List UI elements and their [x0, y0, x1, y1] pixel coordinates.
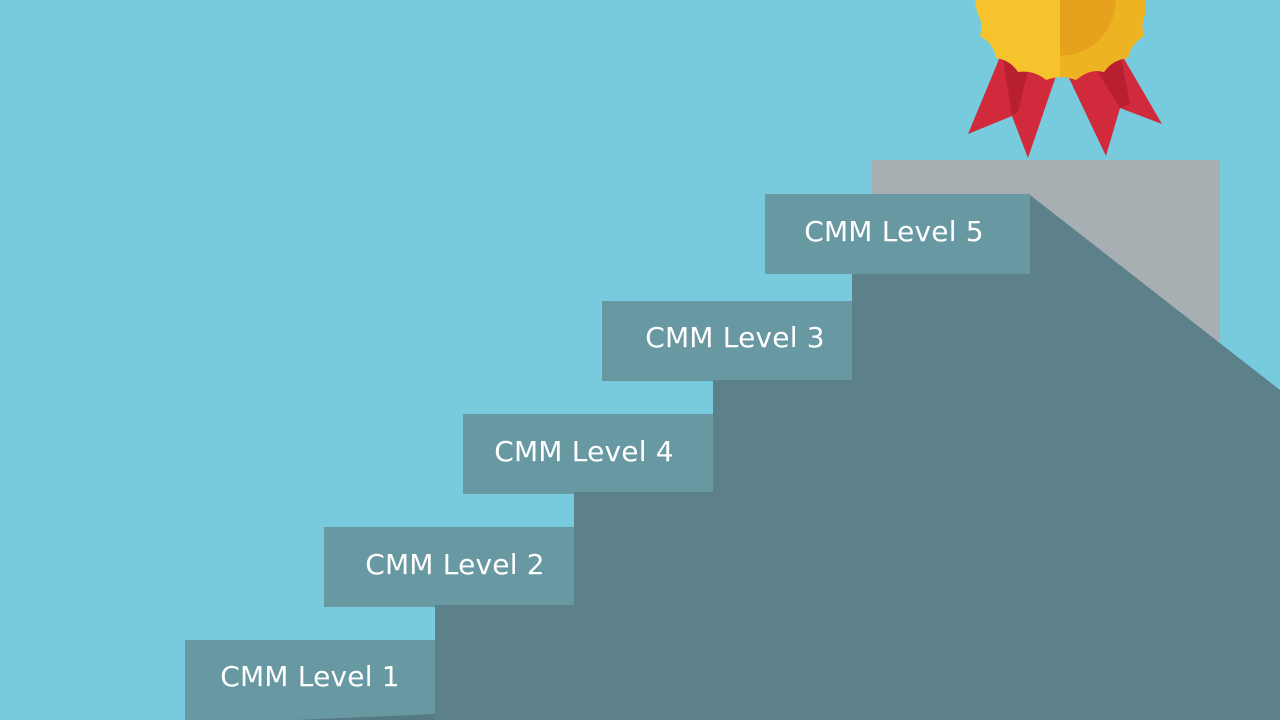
medal-face-left [1004, 0, 1060, 56]
step-label-4: CMM Level 3 [645, 321, 825, 354]
step-5 [765, 194, 1030, 274]
medal-face-right [1060, 0, 1116, 56]
step-label-1: CMM Level 1 [220, 660, 400, 693]
staircase [185, 194, 1280, 720]
step-4 [602, 301, 852, 381]
step-1 [185, 640, 435, 720]
top-platform [872, 160, 1220, 345]
medal-rim-right [1060, 0, 1146, 80]
ribbon-right [1068, 52, 1162, 156]
step-labels: CMM Level 1 CMM Level 2 CMM Level 4 CMM … [220, 215, 984, 693]
step-label-5: CMM Level 5 [804, 215, 984, 248]
medal-ribbon-icon [968, 0, 1162, 158]
step-3 [463, 414, 713, 494]
staircase-body [435, 195, 1280, 720]
step-label-2: CMM Level 2 [365, 548, 545, 581]
step-2 [324, 527, 574, 607]
step-label-3: CMM Level 4 [494, 435, 674, 468]
step-shadow-1 [295, 714, 435, 720]
